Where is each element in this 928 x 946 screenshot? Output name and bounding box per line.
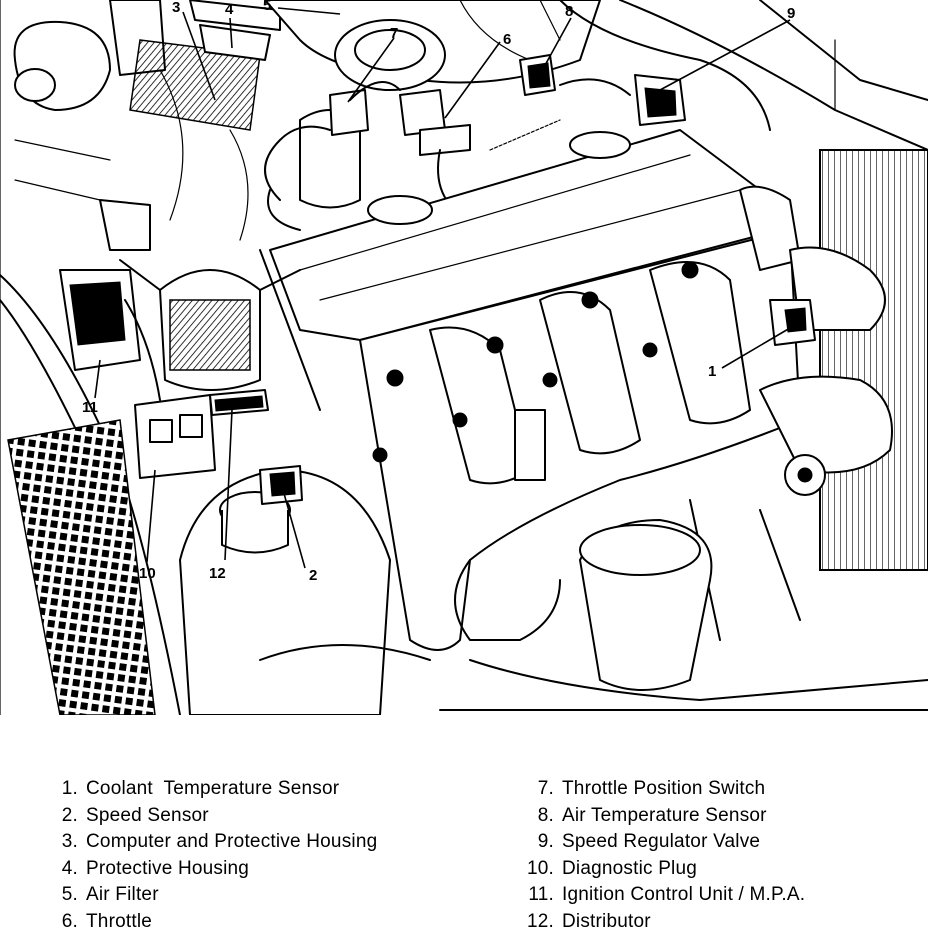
legend-item: 11. Ignition Control Unit / M.P.A. xyxy=(522,882,805,909)
radiator-fins xyxy=(819,149,928,571)
legend-text: Speed Sensor xyxy=(86,804,209,826)
callout-12: 12 xyxy=(209,565,226,582)
engine-line-drawing: 3 4 5 7 6 8 9 1 2 12 10 11 xyxy=(0,0,928,715)
callout-2: 2 xyxy=(309,567,317,584)
legend-number: 5. xyxy=(61,884,78,906)
callout-10: 10 xyxy=(139,565,156,582)
legend-number: 9. xyxy=(537,831,554,853)
callout-5: 5 xyxy=(263,0,271,14)
legend-text: Throttle Position Switch xyxy=(562,778,766,799)
legend-item: 4. Protective Housing xyxy=(56,856,377,883)
callout-9: 9 xyxy=(787,5,795,22)
legend-number: 4. xyxy=(61,857,78,879)
legend-number: 3. xyxy=(61,831,78,853)
legend-text: Computer and Protective Housing xyxy=(86,831,378,853)
callout-6: 6 xyxy=(503,31,511,48)
legend-text: Air Filter xyxy=(86,884,159,906)
legend-text: Speed Regulator Valve xyxy=(562,831,761,853)
legend-item: 10. Diagnostic Plug xyxy=(522,856,805,883)
legend-text: Diagnostic Plug xyxy=(562,857,698,879)
callout-7: 7 xyxy=(390,25,398,42)
legend-column-left: 1. Coolant Temperature Sensor 2. Speed Sen… xyxy=(56,776,377,936)
legend-number: 12. xyxy=(526,910,554,932)
radiator-grille xyxy=(7,419,156,715)
legend-number: 2. xyxy=(61,804,78,826)
legend-item: 12. Distributor xyxy=(522,909,805,936)
legend-text: Throttle xyxy=(86,910,153,932)
legend-item: 1. Coolant Temperature Sensor xyxy=(56,776,377,803)
legend-number: 10. xyxy=(526,857,554,879)
legend-item: 6. Throttle xyxy=(56,909,377,936)
legend-number: 7. xyxy=(537,778,554,799)
legend-number: 11. xyxy=(528,884,554,906)
legend-item: 2. Speed Sensor xyxy=(56,803,377,830)
callout-11: 11 xyxy=(82,399,98,416)
legend-item: 8. Air Temperature Sensor xyxy=(522,803,805,830)
legend-item: 7. Throttle Position Switch xyxy=(522,776,805,803)
callout-3: 3 xyxy=(172,0,180,16)
engine-illustration: 3 4 5 7 6 8 9 1 2 12 10 11 xyxy=(0,0,928,715)
callout-8: 8 xyxy=(565,3,573,20)
legend-text: Protective Housing xyxy=(86,857,250,879)
legend-item: 3. Computer and Protective Housing xyxy=(56,829,377,856)
legend-text: Air Temperature Sensor xyxy=(562,804,767,826)
callout-1: 1 xyxy=(708,363,716,380)
legend-item: 9. Speed Regulator Valve xyxy=(522,829,805,856)
legend-number: 1. xyxy=(61,778,78,799)
legend-column-right: 7. Throttle Position Switch 8. Air Tempera… xyxy=(522,776,805,936)
callout-4: 4 xyxy=(225,1,234,18)
component-legend: 1. Coolant Temperature Sensor 2. Speed Sen… xyxy=(0,776,928,946)
legend-item: 5. Air Filter xyxy=(56,882,377,909)
legend-text: Coolant Temperature Sensor xyxy=(86,778,340,799)
legend-text: Ignition Control Unit / M.P.A. xyxy=(562,884,806,906)
legend-number: 8. xyxy=(537,804,554,826)
legend-number: 6. xyxy=(61,910,78,932)
legend-text: Distributor xyxy=(562,910,651,932)
